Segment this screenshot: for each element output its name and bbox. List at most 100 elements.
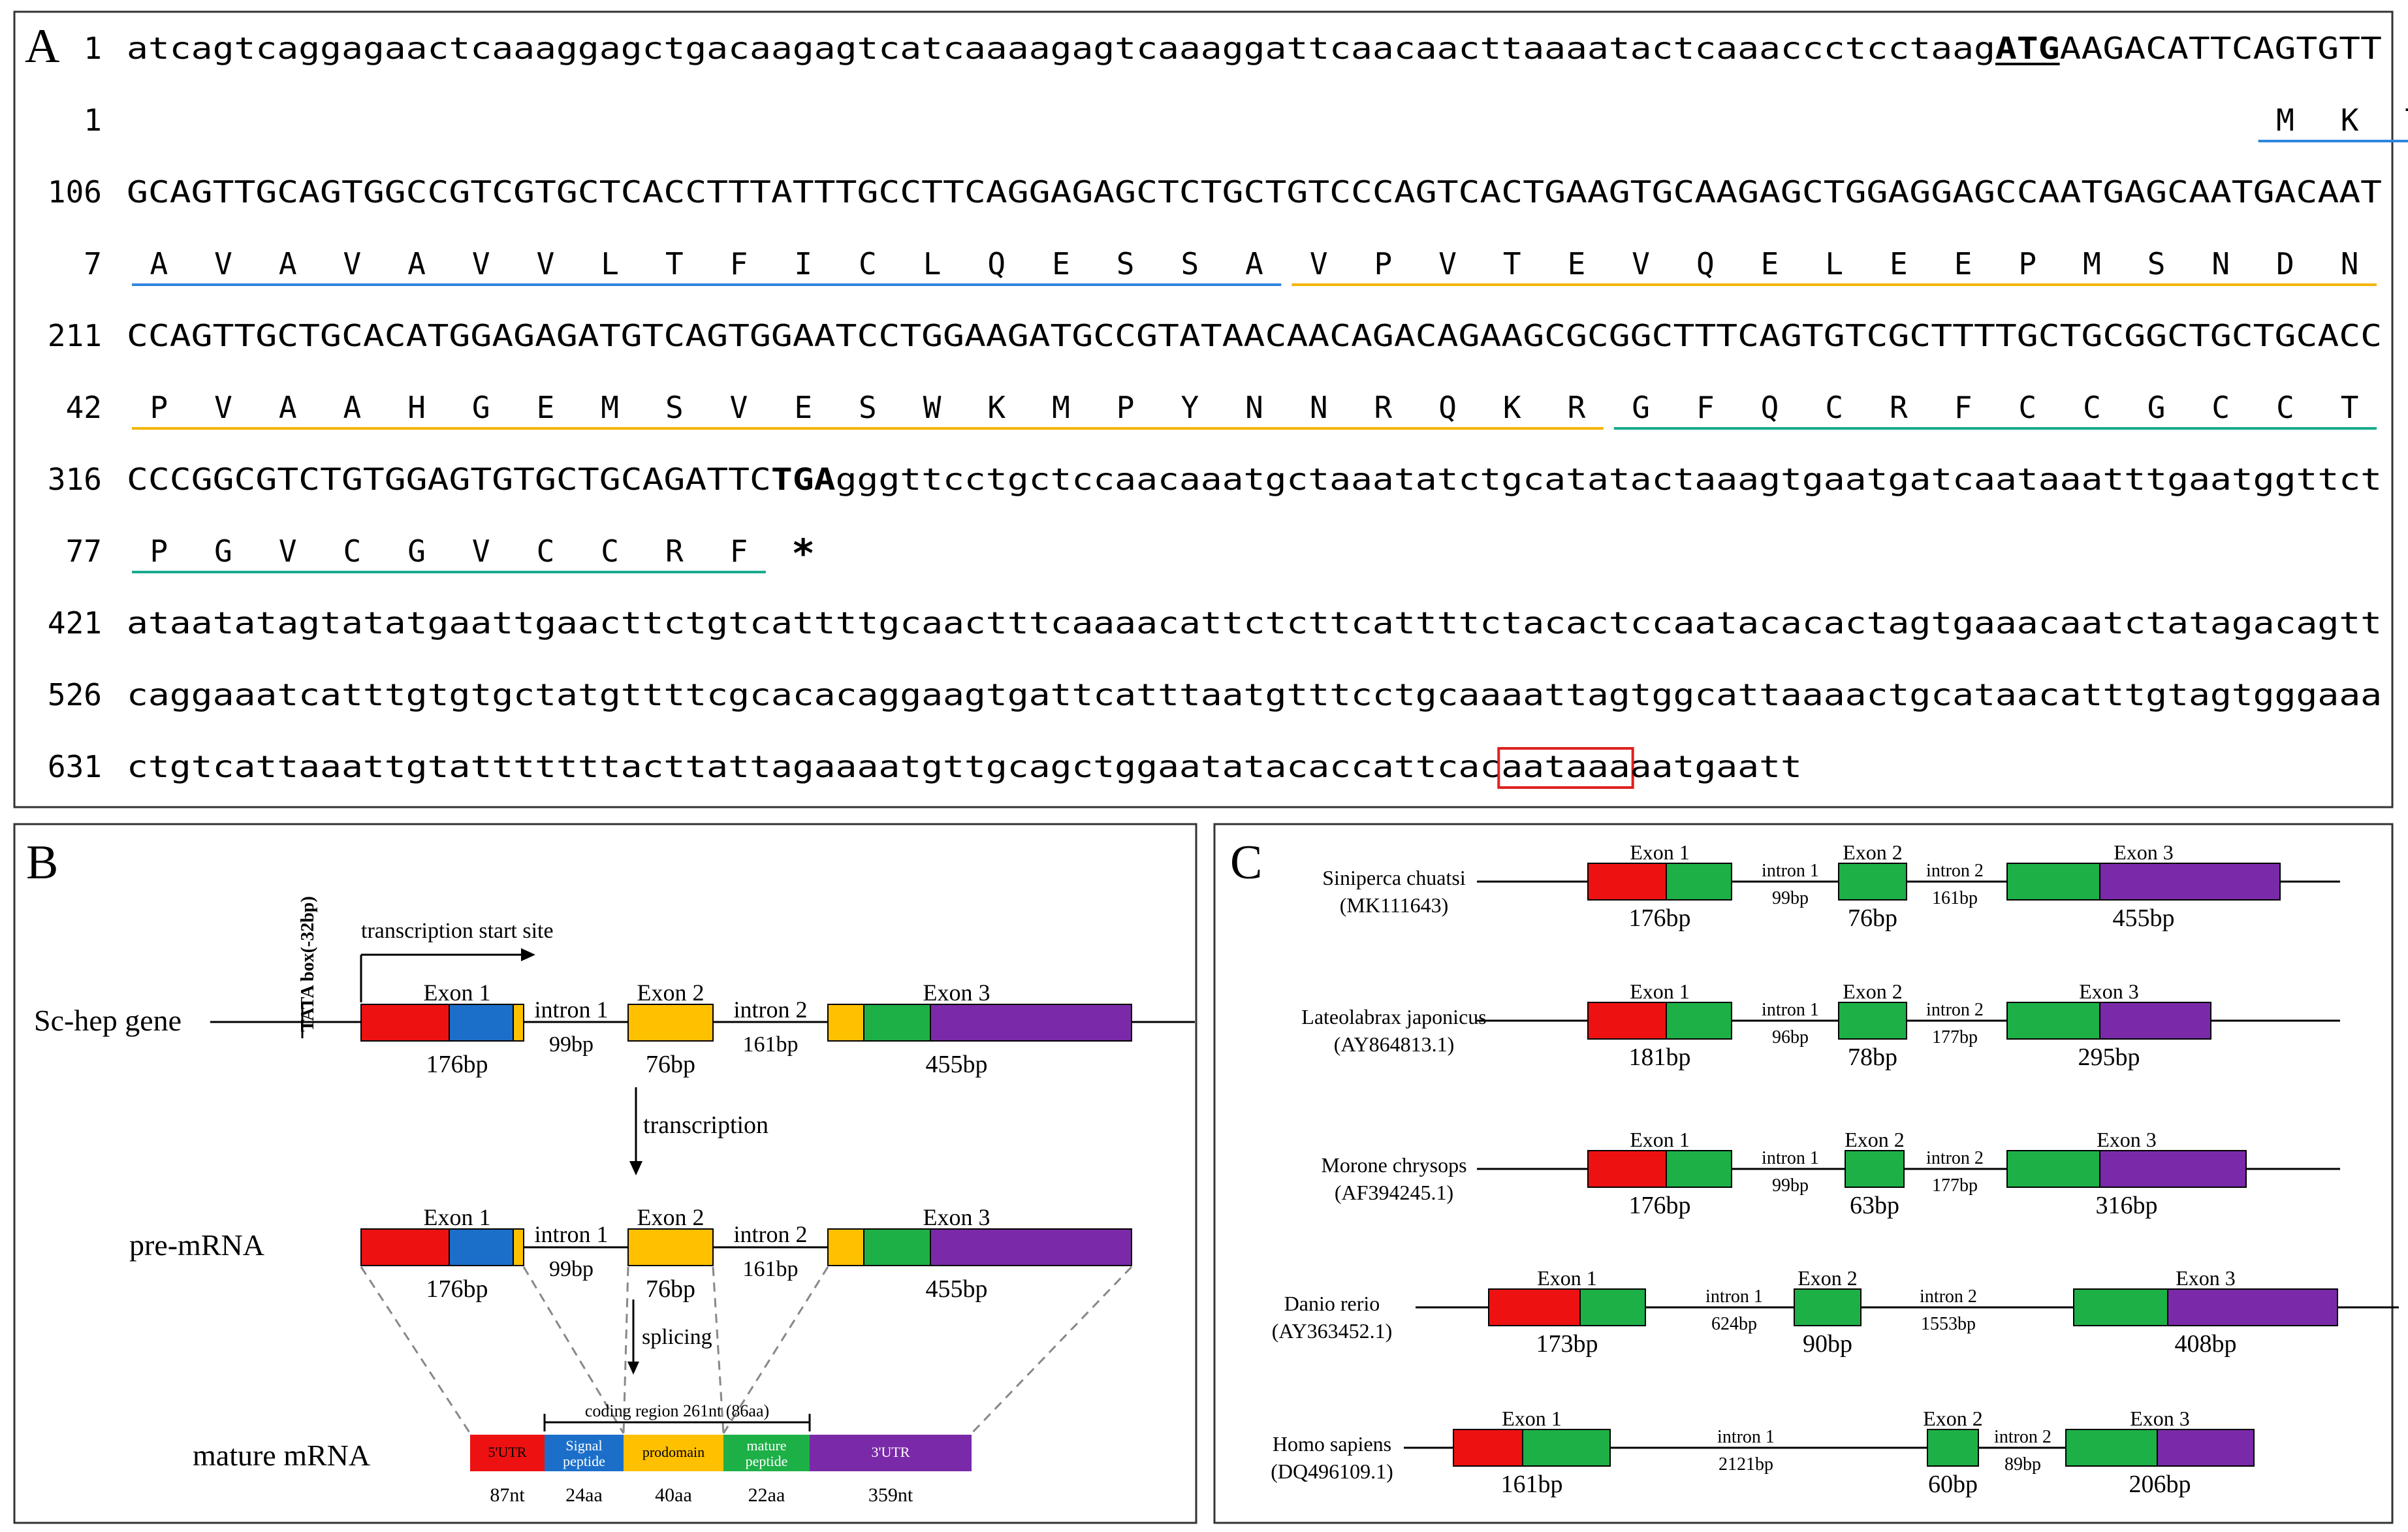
mature-segment bbox=[723, 1435, 810, 1471]
coding-region-label: coding region 261nt (86aa) bbox=[585, 1401, 769, 1420]
amino-acid: C bbox=[2083, 390, 2101, 425]
nucleotide-sequence: CCAGTTGCTGCACATGGAGAGATGTCAGTGGAATCCTGGA… bbox=[127, 318, 2382, 353]
polyadenylation-signal: aataaa bbox=[1501, 749, 1630, 784]
line-number: 7 bbox=[84, 246, 102, 281]
mature-segment bbox=[470, 1435, 545, 1471]
exon1-label: Exon 1 bbox=[1630, 1128, 1690, 1151]
amino-acid: E bbox=[537, 390, 555, 425]
amino-acid: I bbox=[794, 246, 812, 281]
premrna-intron2-length: 161bp bbox=[743, 1257, 799, 1281]
panel-c-rows: Siniperca chuatsi (MK111643) Exon 1 Exon 2 E… bbox=[1271, 840, 2399, 1498]
stop-codon-marker: * bbox=[791, 531, 815, 577]
exon-segment bbox=[360, 1004, 450, 1042]
panel-b-label: B bbox=[26, 836, 58, 889]
exon2-length: 76bp bbox=[646, 1051, 695, 1078]
tata-box-label: TATA box(-32bp) bbox=[298, 896, 318, 1032]
accession-number: (MK111643) bbox=[1340, 893, 1449, 917]
intron1-length: 99bp bbox=[1772, 888, 1809, 908]
mapping-line bbox=[360, 1266, 471, 1434]
gene-label: Sc-hep gene bbox=[34, 1004, 182, 1037]
intron1-length: 99bp bbox=[1772, 1175, 1809, 1196]
line-number: 106 bbox=[48, 174, 102, 210]
exon3-length: 455bp bbox=[2113, 904, 2175, 932]
exon-segment bbox=[449, 1228, 514, 1266]
intron2-label: intron 2 bbox=[1994, 1427, 2052, 1447]
amino-acid: C bbox=[343, 534, 362, 569]
amino-acid: L bbox=[923, 246, 942, 281]
amino-acid: S bbox=[2147, 246, 2166, 281]
amino-acid: C bbox=[2211, 390, 2230, 425]
amino-acid: C bbox=[601, 534, 619, 569]
amino-acid: A bbox=[279, 390, 297, 425]
intron1-label: intron 1 bbox=[1762, 1148, 1819, 1168]
line-number: 77 bbox=[66, 534, 102, 569]
amino-acid: G bbox=[1632, 390, 1650, 425]
mature-segment bbox=[810, 1435, 972, 1471]
codon-highlight: ATG bbox=[1995, 31, 2060, 66]
amino-acid: C bbox=[537, 534, 555, 569]
panel-a-frame bbox=[13, 10, 2394, 808]
mature-segment-label: peptide bbox=[563, 1453, 605, 1469]
accession-number: (AY864813.1) bbox=[1334, 1032, 1455, 1056]
exon-segment bbox=[1794, 1288, 1861, 1326]
amino-acid: P bbox=[1374, 246, 1393, 281]
splicing-label: splicing bbox=[642, 1325, 712, 1349]
amino-acid: W bbox=[923, 390, 942, 425]
exon1-label: Exon 1 bbox=[1630, 840, 1690, 864]
line-number: 42 bbox=[66, 390, 102, 425]
amino-acid: P bbox=[2018, 246, 2036, 281]
intron1-length: 2121bp bbox=[1719, 1454, 1773, 1475]
mature-segment-label: 5'UTR bbox=[488, 1444, 527, 1460]
amino-acid: R bbox=[1890, 390, 1908, 425]
mature-segment-label: 3'UTR bbox=[872, 1444, 910, 1460]
amino-acid: P bbox=[150, 534, 168, 569]
nucleotide-sequence: AAGACATTCAGTGTT bbox=[2060, 31, 2382, 66]
codon-highlight: TGA bbox=[771, 462, 836, 497]
mapping-line bbox=[970, 1266, 1133, 1435]
premrna-intron1-length: 99bp bbox=[549, 1257, 594, 1281]
amino-acid: P bbox=[150, 390, 168, 425]
exon3-length: 295bp bbox=[2078, 1044, 2140, 1071]
intron2-length: 161bp bbox=[1932, 888, 1978, 908]
intron2-label: intron 2 bbox=[734, 997, 808, 1023]
amino-acid: Q bbox=[1696, 246, 1715, 281]
exon-segment bbox=[2099, 863, 2281, 901]
exon2-label: Exon 2 bbox=[1923, 1407, 1983, 1430]
amino-acid: M bbox=[2083, 246, 2101, 281]
intron1-label: intron 1 bbox=[1717, 1427, 1775, 1447]
exon3-length: 408bp bbox=[2175, 1330, 2237, 1358]
exon-segment bbox=[2099, 1150, 2247, 1188]
amino-acid: P bbox=[1117, 390, 1135, 425]
species-name: Siniperca chuatsi bbox=[1322, 866, 1466, 889]
transcription-arrowhead bbox=[629, 1161, 642, 1175]
amino-acid: F bbox=[730, 534, 748, 569]
mature-segment-size: 22aa bbox=[748, 1484, 785, 1506]
exon-segment bbox=[2006, 863, 2100, 901]
gene-exon1 bbox=[360, 1004, 524, 1042]
intron2-label: intron 2 bbox=[1926, 1000, 1984, 1020]
premrna-exon2-length: 76bp bbox=[646, 1275, 695, 1303]
amino-acid: T bbox=[1503, 246, 1521, 281]
nucleotide-sequence: GCAGTTGCAGTGGCCGTCGTGCTCACCTTTATTTGCCTTC… bbox=[127, 174, 2382, 210]
mature-segment-label: prodomain bbox=[642, 1444, 705, 1460]
intron1-length: 624bp bbox=[1711, 1314, 1757, 1334]
panel-c-frame bbox=[1213, 823, 2394, 1524]
accession-number: (AF394245.1) bbox=[1335, 1181, 1453, 1204]
exon3-length: 455bp bbox=[926, 1051, 988, 1078]
exon-segment bbox=[2099, 1002, 2211, 1040]
exon1-label: Exon 1 bbox=[1502, 1407, 1562, 1430]
nucleotide-sequence: ctgtcattaaattgtatttttttacttattagaaaatgtt… bbox=[127, 749, 1501, 784]
amino-acid: Q bbox=[1761, 390, 1779, 425]
tss-arrowhead bbox=[521, 948, 535, 961]
exon-segment bbox=[1927, 1429, 1979, 1467]
mature-mrna-label: mature mRNA bbox=[193, 1439, 370, 1472]
amino-acid: E bbox=[794, 390, 812, 425]
exon-segment bbox=[2157, 1429, 2255, 1467]
premrna-exon2 bbox=[627, 1228, 714, 1266]
exon-segment bbox=[863, 1004, 931, 1042]
panel-b-frame bbox=[13, 823, 1197, 1524]
amino-acid: F bbox=[730, 246, 748, 281]
exon-segment bbox=[2006, 1002, 2100, 1040]
intron2-length: 1553bp bbox=[1921, 1314, 1976, 1334]
